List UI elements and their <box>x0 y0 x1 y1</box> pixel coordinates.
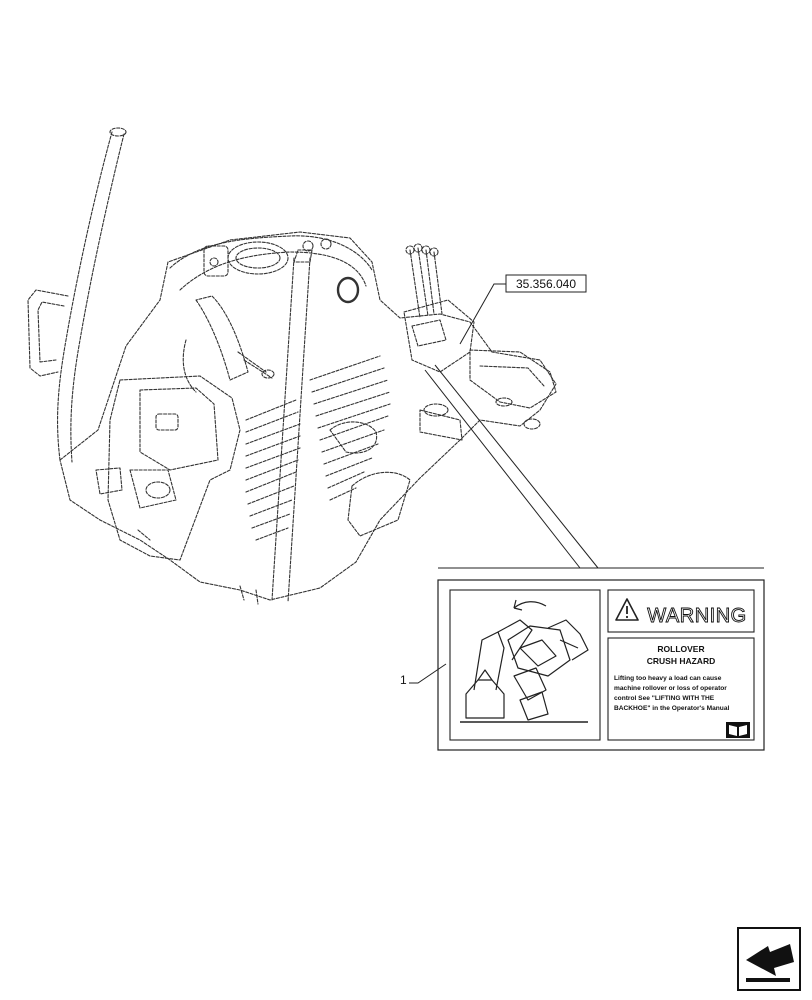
callout-leader-line <box>409 663 447 684</box>
reference-leader-line <box>459 283 506 345</box>
reference-callout[interactable]: 35.356.040 <box>459 274 587 345</box>
handrail-left <box>57 131 113 461</box>
previous-page-arrow-icon[interactable] <box>737 927 801 991</box>
steering-column <box>195 295 249 381</box>
decal-leader-lines <box>424 364 764 569</box>
warning-title: WARNING <box>647 605 746 627</box>
body-line-3: control See "LIFTING WITH THE <box>614 695 715 702</box>
body-line-4: BACKHOE" in the Operator's Manual <box>614 705 730 712</box>
roll-post <box>271 257 311 603</box>
operator-manual-book-icon <box>726 722 750 738</box>
warning-triangle-icon <box>615 598 639 621</box>
pictogram-panel <box>449 589 601 741</box>
backhoe-rollover-pictogram <box>460 599 589 723</box>
warning-decal: WARNING ROLLOVER CRUSH HAZARD Lifting to… <box>437 579 765 751</box>
hazard-line-1: ROLLOVER <box>657 644 704 654</box>
reference-label-text[interactable]: 35.356.040 <box>516 277 576 291</box>
hazard-line-2: CRUSH HAZARD <box>647 656 715 666</box>
left-console <box>107 375 241 561</box>
control-levers <box>405 243 443 319</box>
body-line-2: machine rollover or loss of operator <box>614 685 727 692</box>
instrument-cluster <box>227 241 289 275</box>
operator-cab-illustration <box>27 127 557 605</box>
body-line-1: Lifting too heavy a load can cause <box>614 675 722 682</box>
floor-mat <box>245 355 391 541</box>
callout-number[interactable]: 1 <box>400 673 407 687</box>
warning-header-panel <box>607 589 755 633</box>
item-callout-1[interactable]: 1 <box>400 663 447 687</box>
